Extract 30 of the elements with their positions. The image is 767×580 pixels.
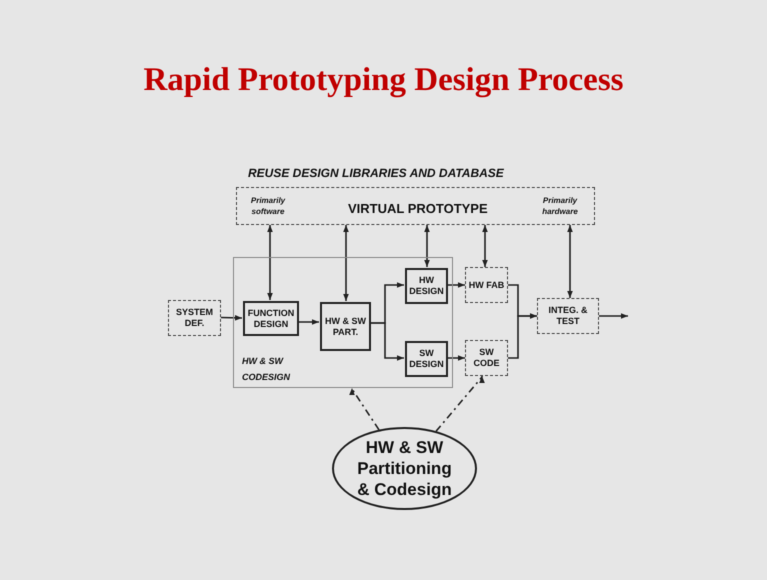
double-arrow — [343, 225, 349, 301]
process-box: SW DESIGN — [405, 341, 448, 377]
dashed-box: SW CODE — [465, 340, 508, 376]
ellipse-node: HW & SW Partitioning & Codesign — [332, 427, 477, 510]
dashed-box: SYSTEM DEF. — [168, 300, 221, 336]
arrow — [447, 282, 465, 288]
dash-dot-arrow — [435, 376, 485, 432]
dash-dot-arrow — [349, 388, 380, 430]
dashed-box: INTEG. & TEST — [537, 298, 599, 334]
arrow — [370, 322, 404, 361]
arrow — [447, 355, 465, 361]
process-box: HW & SW PART. — [320, 302, 371, 351]
process-box: FUNCTION DESIGN — [243, 301, 299, 336]
double-arrow — [567, 225, 573, 298]
arrow — [220, 315, 242, 321]
note: Primarily hardware — [541, 195, 579, 217]
double-arrow — [424, 225, 430, 267]
heading: REUSE DESIGN LIBRARIES AND DATABASE — [248, 166, 504, 180]
box-label: VIRTUAL PROTOTYPE — [348, 201, 488, 216]
group-box — [233, 257, 453, 388]
double-arrow — [267, 225, 273, 300]
title: Rapid Prototyping Design Process — [142, 62, 625, 99]
note: Primarily software — [250, 195, 286, 217]
arrow — [508, 313, 537, 359]
dashed-box: HW FAB — [465, 267, 508, 303]
process-box: HW DESIGN — [405, 268, 448, 304]
arrow — [599, 313, 628, 319]
double-arrow — [482, 225, 488, 267]
group-title: HW & SW CODESIGN — [242, 355, 292, 384]
arrow — [298, 319, 319, 325]
